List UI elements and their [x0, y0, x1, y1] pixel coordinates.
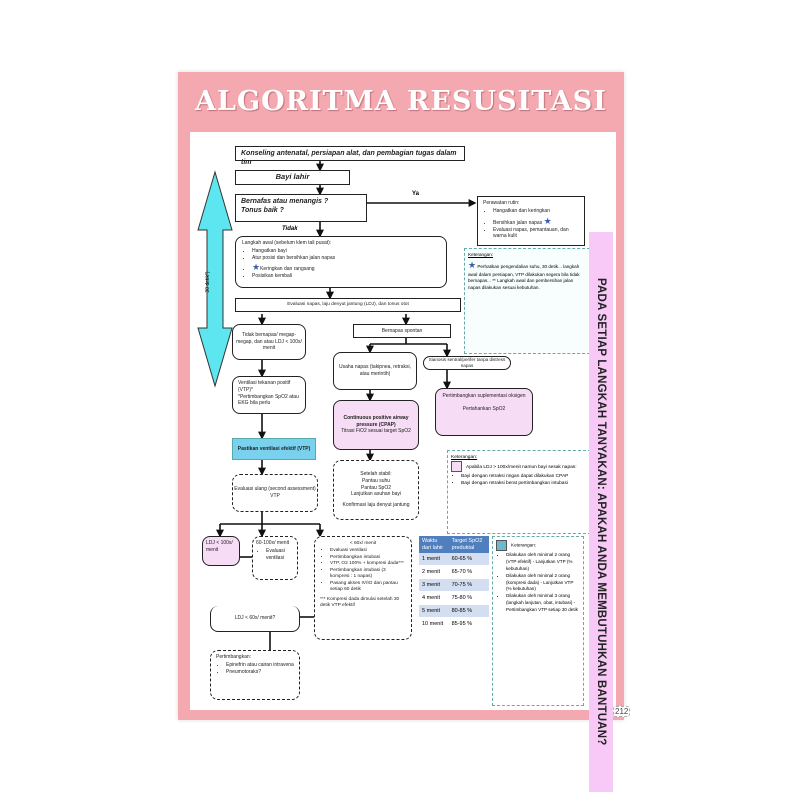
label-tidak: Tidak: [282, 226, 298, 232]
usaha-napas-box: Usaha napas (takipnea, retraksi, atau me…: [333, 352, 417, 390]
ldj-lt-60-title: < 60x/ menit: [349, 541, 377, 546]
perawatan-pasca-box: Setelah stabil: Pantau suhu Pantau SpO2 …: [333, 460, 419, 520]
pasca-line: Lanjutkan asuhan bayi: [350, 491, 402, 498]
evaluasi-box: Evaluasi napas, laju denyut jantung (LDJ…: [235, 298, 461, 312]
ldj-lt-60-item: VTP, O2 100% + kompresi dada***: [330, 561, 406, 567]
star-icon: ★: [543, 215, 552, 226]
star-notes-text: ★ Perhatikan pengendalian suhu, 30 detik…: [468, 259, 580, 291]
ldj-60-100-title: 60-100x/ menit: [256, 540, 290, 546]
langkah-awal-box: Langkah awal (sebelum klem tali pusat): …: [235, 236, 447, 288]
label-ya: Ya: [412, 191, 420, 197]
cpap-box: Continuous positive airway pressure (CPA…: [333, 400, 419, 450]
ldj-lt-60-item: Pertimbangkan intubasi: [330, 555, 406, 561]
blue-notes-item: Dilakukan oleh minimal 2 orang (VTP efek…: [506, 552, 580, 573]
pasca-line: Pantau suhu: [361, 477, 391, 484]
ldj-lt-60-note: *** Kompresi dada dimulai setelah 30 det…: [320, 596, 400, 609]
vtp-note: *Pertimbangkan SpO2 atau EKG bila perlu: [238, 393, 299, 407]
question-tonus: Tonus baik ?: [241, 207, 284, 215]
pasca-note: Konfirmasi laju denyut jantung: [342, 502, 410, 509]
langkah-awal-item: ★Keringkan dan rangsang: [252, 261, 440, 273]
langkah-awal-title: Langkah awal (sebelum klem tali pusat):: [242, 240, 332, 246]
cpap-label: Continuous positive airway pressure (CPA…: [343, 414, 409, 428]
time-arrow-label: 30 detik*): [205, 271, 211, 293]
sianosis-box: Sianosis sentral/perifer tanpa distress …: [423, 356, 511, 370]
apnea-box: Tidak bernapas/ megap-megap, dan atau LD…: [232, 324, 306, 360]
table-header: Target SpO2 preduktal: [448, 536, 489, 554]
page-number: 212: [613, 706, 631, 717]
bayi-lahir-box: Bayi lahir: [235, 170, 350, 185]
reminder-banner: [589, 232, 613, 792]
vtp-box: Ventilasi tekanan positif (VTP)* *Pertim…: [232, 376, 306, 414]
pertimbangkan-title: Pertimbangkan:: [216, 654, 252, 660]
pasca-line: Pantau SpO2: [360, 484, 392, 491]
table-header-row: Waktu dari lahir Target SpO2 preduktal: [419, 536, 489, 554]
ldj-lt-60-item: Evaluasi ventilasi: [330, 548, 406, 554]
cpap-note: Titrasi FiO2 sesuai target SpO2: [341, 428, 411, 435]
star-icon: ★: [468, 259, 477, 270]
star-icon: ★: [252, 262, 261, 273]
ldj-60-100-box: 60-100x/ menit Evaluasi ventilasi: [252, 536, 298, 580]
time-double-arrow: [197, 170, 233, 388]
perawatan-rutin-item: Bersihkan jalan napas ★: [493, 215, 579, 227]
star-notes-box: Keterangan: ★ Perhatikan pengendalian su…: [464, 248, 590, 354]
pertimbangkan-item: Epinefrin atau cairan intravena: [226, 662, 294, 669]
pink-notes-item: Bayi dengan retraksi berat pertimbangkan…: [461, 480, 587, 487]
algorithm-sheet: 30 detik*) Konseling antenatal, persiapa…: [190, 132, 616, 792]
blue-notes-item: Dilakukan oleh minimal 2 orang (kompresi…: [506, 573, 580, 594]
oksigen-box: Pertimbangkan suplementasi oksigen Perta…: [435, 388, 533, 436]
ldj-lt-100-box: LDJ < 100x/ menit: [202, 536, 240, 566]
target-spo2-label: Pertahankan SpO2: [462, 405, 506, 412]
pertimbangkan-item: Pneumotoraks?: [226, 669, 294, 676]
question-box: Bernafas atau menangis ? Tonus baik ?: [235, 194, 367, 222]
ldj-60-100-item: Evaluasi ventilasi: [266, 548, 294, 562]
ventilasi-efektif-box: Pastikan ventilasi efektif (VTP): [232, 438, 316, 460]
bernapas-spontan-box: Bernapas spontan: [353, 324, 451, 338]
ldj-question-box: LDJ < 60x/ menit?: [210, 606, 300, 632]
pertimbangkan-box: Pertimbangkan: Epinefrin atau cairan int…: [210, 650, 300, 700]
poster: ALGORITMA RESUSITASI: [178, 72, 624, 792]
konseling-box: Konseling antenatal, persiapan alat, dan…: [235, 146, 465, 166]
perawatan-rutin-box: Perawatan rutin: Hangatkan dan keringkan…: [477, 196, 585, 246]
pink-notes-item: Bayi dengan retraksi ringan dapat dilaku…: [461, 473, 587, 480]
table-header: Waktu dari lahir: [419, 536, 449, 554]
pink-notes-title: Keterangan:: [451, 455, 478, 460]
pasca-line: Setelah stabil:: [360, 471, 392, 478]
oksigen-label: Pertimbangkan suplementasi oksigen: [442, 393, 526, 399]
pink-notes-box: Keterangan: Apabila LDJ > 100x/menit nam…: [447, 450, 591, 534]
poster-title: ALGORITMA RESUSITASI: [195, 86, 607, 117]
vtp-label: Ventilasi tekanan positif (VTP)*: [238, 380, 291, 393]
ldj-lt-60-item: Pertimbangkan intubasi (3 kompresi : 1 n…: [330, 568, 406, 581]
langkah-awal-item: Posisikan kembali: [252, 273, 440, 280]
pink-swatch-icon: [451, 461, 462, 473]
question-breathing: Bernafas atau menangis ?: [241, 198, 329, 205]
blue-notes-box: Keterangan: Dilakukan oleh minimal 2 ora…: [492, 536, 584, 706]
perawatan-rutin-item: Hangatkan dan keringkan: [493, 208, 579, 215]
ldj-lt-60-item: Pasang akses IV/IO dan pantau setiap 60 …: [330, 581, 406, 594]
spo2-target-table: Waktu dari lahir Target SpO2 preduktal 1…: [419, 536, 489, 632]
perawatan-rutin-title: Perawatan rutin:: [483, 200, 520, 206]
ldj-lt-60-box: < 60x/ menit Evaluasi ventilasi Pertimba…: [314, 536, 412, 640]
blue-notes-title: Keterangan:: [496, 540, 580, 551]
star-notes-title: Keterangan:: [468, 252, 494, 257]
perawatan-rutin-item: Evaluasi napas, pemantauan, dan warna ku…: [493, 227, 579, 241]
pink-notes-lead: Apabila LDJ > 100x/menit namun bayi sesa…: [451, 461, 587, 473]
blue-notes-item: Dilakukan oleh minimal 3 orang (langkah …: [506, 593, 580, 614]
evaluasi-ulang-box: Evaluasi ulang (second assessment) VTP: [232, 474, 318, 512]
flow-connectors: [216, 160, 477, 650]
blue-swatch-icon: [496, 540, 507, 551]
langkah-awal-item: Hangatkan bayi: [252, 248, 440, 255]
reminder-banner-text: PADA SETIAP LANGKAH TANYAKAN: APAKAH AND…: [595, 278, 607, 746]
langkah-awal-item: Atur posisi dan bersihkan jalan napas: [252, 255, 440, 262]
